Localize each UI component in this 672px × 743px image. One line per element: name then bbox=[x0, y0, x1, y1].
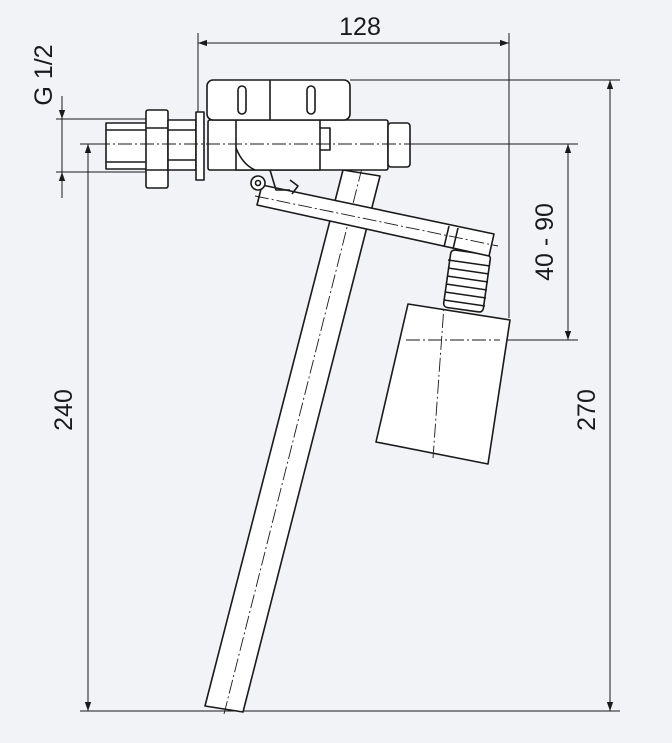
adjust-spring bbox=[442, 249, 492, 313]
threaded-inlet bbox=[105, 109, 205, 189]
dimension-height-right-label: 270 bbox=[573, 389, 601, 431]
valve-body bbox=[207, 119, 411, 195]
riser-tube bbox=[204, 167, 381, 715]
dimension-height-left: 240 bbox=[50, 143, 620, 712]
dimension-height-left-label: 240 bbox=[50, 389, 78, 431]
valve-top-cap bbox=[206, 79, 351, 121]
dimension-thread-label: G 1/2 bbox=[30, 44, 58, 105]
dimension-thread: G 1/2 bbox=[30, 44, 150, 198]
float-arm bbox=[254, 184, 499, 257]
dimension-height-right: 270 bbox=[350, 79, 620, 711]
dimension-width-label: 128 bbox=[339, 13, 381, 41]
dimension-adjust-label: 40 - 90 bbox=[531, 203, 559, 281]
float-body bbox=[375, 291, 511, 465]
dimension-adjust-range: 40 - 90 bbox=[408, 143, 578, 341]
